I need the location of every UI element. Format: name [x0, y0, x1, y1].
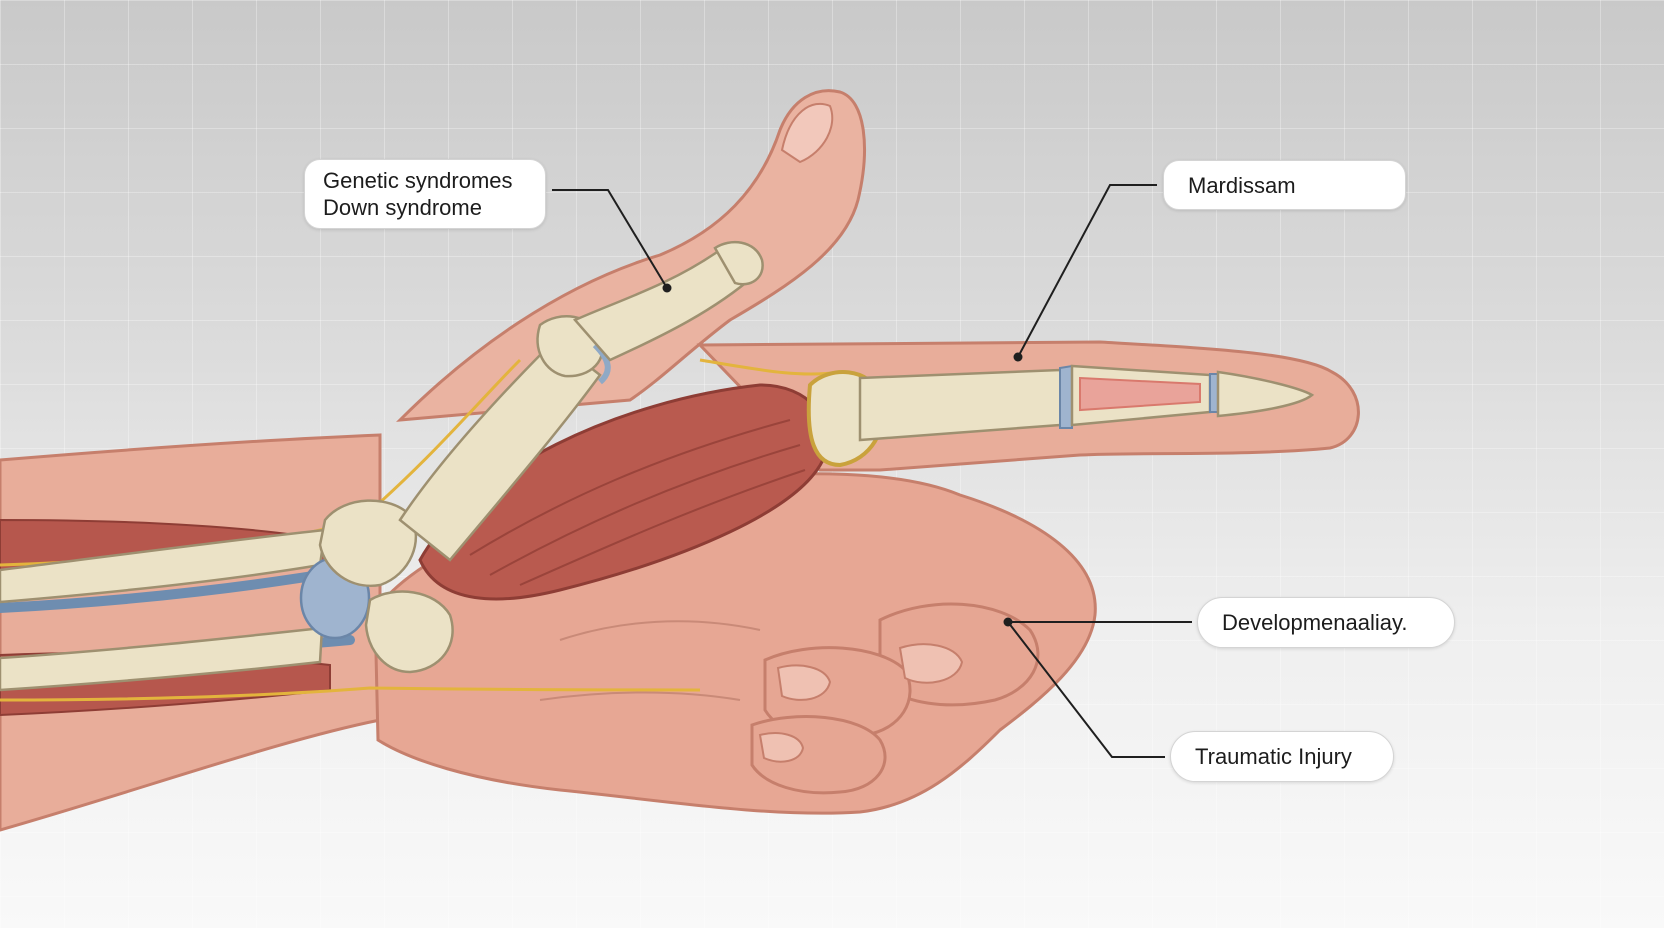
thumb-phalanx-end	[713, 240, 764, 286]
leader-dot-mardissam	[1013, 352, 1023, 362]
finger-nail-3	[758, 732, 805, 763]
leader-line-traumatic	[1007, 621, 1165, 758]
callout-genetic-line2: Down syndrome	[323, 195, 482, 220]
muscle-fiber	[519, 469, 806, 586]
callout-developmental: Developmenaaliay.	[1197, 597, 1455, 648]
carpal-bone	[318, 499, 418, 588]
callout-genetic-line1: Genetic syndromes	[323, 168, 513, 193]
palm-crease	[559, 620, 761, 641]
muscle-fiber	[489, 444, 801, 576]
index-joint	[1059, 364, 1073, 429]
thumb-nail	[780, 102, 834, 164]
callout-genetic-syndromes: Genetic syndromes Down syndrome	[304, 159, 546, 229]
thumb-metacarpal	[398, 338, 602, 562]
leader-line-genetic	[552, 189, 668, 289]
index-inflamed-region	[1079, 376, 1201, 412]
nerve	[0, 686, 701, 702]
thumb-cartilage	[592, 342, 611, 385]
callout-traumatic-injury: Traumatic Injury	[1170, 731, 1394, 782]
thumb-skin	[396, 89, 866, 422]
finger-nail-2	[776, 664, 832, 701]
finger-nail-1	[898, 643, 964, 684]
index-distal-phalanx	[1216, 370, 1315, 418]
leader-line-mardissam	[1017, 184, 1157, 358]
leader-dot-genetic	[662, 283, 672, 293]
callout-traumatic-text: Traumatic Injury	[1195, 744, 1352, 769]
callout-mardissam-text: Mardissam	[1188, 172, 1296, 198]
callout-mardissam: Mardissam	[1163, 160, 1406, 210]
palm-crease	[539, 691, 741, 701]
carpal-bone	[364, 590, 454, 674]
callout-developmental-text: Developmenaaliay.	[1222, 610, 1408, 635]
muscle-fiber	[469, 419, 791, 556]
